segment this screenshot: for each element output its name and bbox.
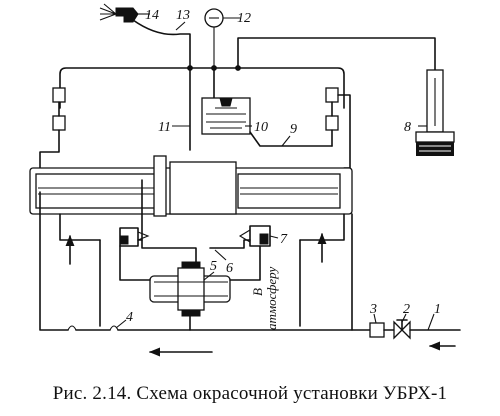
label-9: 9 <box>290 122 297 137</box>
vent-label-word: атмосферу <box>264 267 279 330</box>
distributor-valve-left <box>119 227 150 247</box>
reservoir <box>415 69 455 156</box>
upper-supply-loop <box>59 67 345 109</box>
pump-cylinder-block <box>29 155 353 241</box>
vent-label-prefix: В <box>250 288 265 296</box>
label-4: 4 <box>126 310 133 325</box>
label-11: 11 <box>158 120 171 135</box>
line-9 <box>249 131 333 147</box>
label-6: 6 <box>226 261 233 276</box>
label-13: 13 <box>176 8 190 23</box>
label-14: 14 <box>145 8 159 23</box>
label-2: 2 <box>403 302 410 317</box>
spray-gun <box>99 3 139 23</box>
leader-lines <box>115 13 435 331</box>
label-8: 8 <box>404 120 411 135</box>
label-7: 7 <box>280 232 288 247</box>
pressure-gauge <box>204 8 224 68</box>
label-1: 1 <box>434 302 441 317</box>
label-12: 12 <box>237 11 251 26</box>
flow-arrows <box>65 232 456 357</box>
schematic-diagram: 14 13 12 11 10 9 8 7 6 5 4 3 2 1 В атмос… <box>29 3 461 357</box>
air-motor-cylinder <box>149 261 231 317</box>
figure-caption: Рис. 2.14. Схема окрасочной установки УБ… <box>52 383 448 404</box>
left-check-valves <box>39 87 66 193</box>
air-supply-line <box>39 191 461 340</box>
spray-hose <box>132 19 191 69</box>
paint-container <box>201 67 251 135</box>
right-check-valves <box>325 87 351 169</box>
label-3: 3 <box>369 302 377 317</box>
label-10: 10 <box>254 120 268 135</box>
label-5: 5 <box>210 259 217 274</box>
